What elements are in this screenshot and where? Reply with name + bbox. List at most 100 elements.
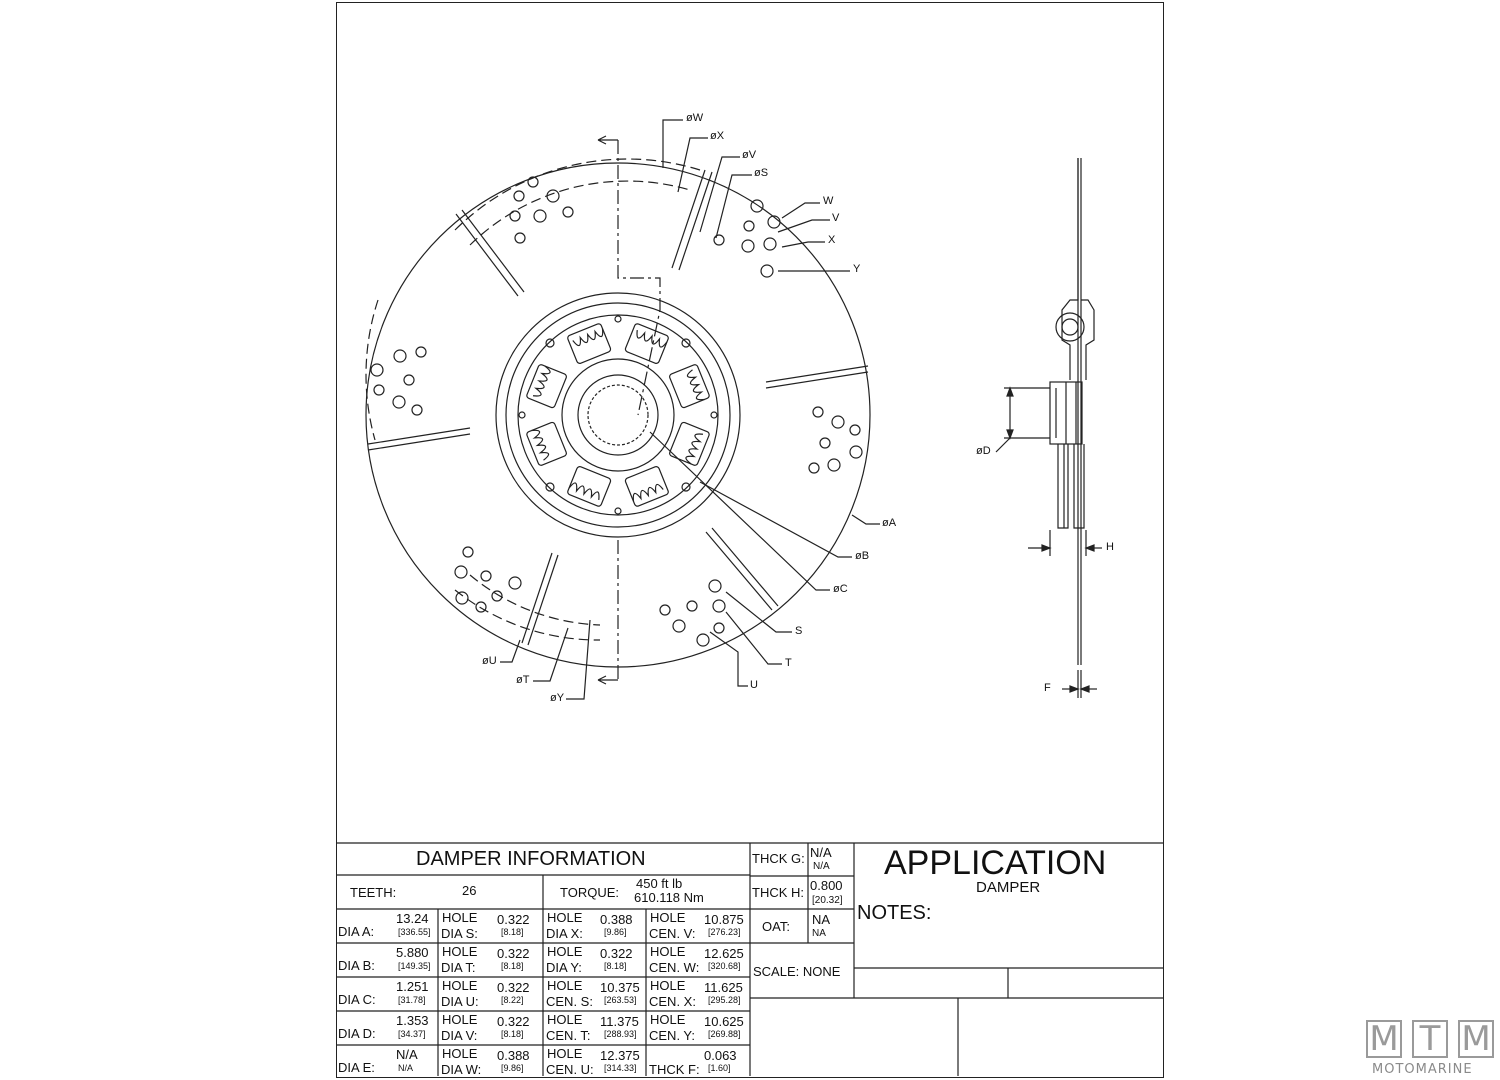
hub-ring-2: [505, 302, 731, 528]
cell-value: 0.063: [704, 1048, 737, 1063]
motomarine-logo: M T M MOTOMARINE: [1366, 1020, 1496, 1080]
leader-T: [725, 611, 782, 665]
hole: [393, 349, 407, 363]
cell-value: 0.388: [497, 1048, 530, 1063]
cell-value: 0.322: [497, 912, 530, 927]
logo-letter: M: [1366, 1020, 1402, 1058]
cell-top: HOLE: [650, 978, 686, 993]
hole-circle-arc-top2: [469, 180, 691, 246]
cell-label: DIA E:: [338, 1060, 375, 1075]
slot-1b: [455, 213, 519, 297]
cell-metric: [8.22]: [501, 995, 524, 1005]
hole: [760, 264, 774, 278]
cell-label: CEN. Y:: [649, 1028, 696, 1043]
slot-1: [461, 209, 525, 293]
cell-metric: [314.33]: [604, 1063, 637, 1073]
hole: [659, 604, 671, 616]
cell-value: 10.625: [704, 1014, 744, 1029]
cell-label: DIA B:: [338, 958, 375, 973]
hole: [462, 546, 474, 558]
slot-2b: [678, 171, 713, 271]
spline-inner: [587, 384, 649, 446]
cell-metric: [149.35]: [398, 961, 431, 971]
torque-ftlb: 450 ft lb: [636, 876, 683, 891]
cell-top: HOLE: [650, 944, 686, 959]
cell-value: 12.625: [704, 946, 744, 961]
cell-top: HOLE: [650, 910, 686, 925]
thck-h-metric: [20.32]: [812, 895, 843, 906]
leader-S: [725, 591, 792, 633]
callout-w: W: [823, 195, 834, 207]
logo-letter: M: [1458, 1020, 1494, 1058]
hole: [750, 199, 764, 213]
hole: [455, 591, 469, 605]
scale-label: SCALE: NONE: [753, 964, 841, 979]
oat-label: OAT:: [762, 919, 790, 934]
hub-spring-ring: [517, 314, 719, 516]
cell-label: DIA T:: [441, 960, 476, 975]
callout-f: F: [1044, 682, 1051, 694]
cell-top: HOLE: [442, 1012, 478, 1027]
cell-metric: [9.86]: [501, 1063, 524, 1073]
cell-top: HOLE: [442, 944, 478, 959]
cell-metric: [263.53]: [604, 995, 637, 1005]
hole-circle-arc-top: [454, 158, 701, 231]
hole: [415, 346, 427, 358]
hole: [831, 415, 845, 429]
slot-6: [367, 433, 471, 451]
hole: [513, 190, 525, 202]
hole: [849, 424, 861, 436]
hole: [509, 210, 521, 222]
cell-value: 12.375: [600, 1048, 640, 1063]
cell-label: THCK F:: [649, 1062, 700, 1077]
leader-dC: [649, 431, 830, 591]
hole: [808, 462, 820, 474]
callout-dia-u: øU: [482, 655, 497, 667]
cell-metric: [31.78]: [398, 995, 426, 1005]
cell-value: 11.375: [600, 1014, 639, 1029]
teeth-label: TEETH:: [350, 885, 397, 900]
cell-value: N/A: [396, 1047, 418, 1062]
cell-top: HOLE: [442, 1046, 478, 1061]
hole: [713, 622, 725, 634]
hole: [533, 209, 547, 223]
callout-dia-c: øC: [833, 583, 848, 595]
cell-label: DIA U:: [441, 994, 479, 1009]
title-block-lines: [336, 842, 1164, 1076]
logo-letter: T: [1412, 1020, 1448, 1058]
callout-x: X: [828, 234, 836, 246]
hole: [491, 590, 503, 602]
cell-label: CEN. V:: [649, 926, 696, 941]
hole: [712, 599, 726, 613]
hole: [696, 633, 710, 647]
hole: [819, 437, 831, 449]
thck-h-value: 0.800: [810, 878, 843, 893]
cell-value: 1.353: [396, 1013, 429, 1028]
hub-springs: [518, 315, 718, 515]
teeth-value: 26: [462, 883, 477, 898]
hole: [514, 232, 526, 244]
torque-label: TORQUE:: [560, 885, 619, 900]
slot-6b: [367, 427, 471, 445]
callout-dia-y: øY: [550, 692, 565, 704]
cell-label: DIA V:: [441, 1028, 478, 1043]
spline-outer: [577, 374, 659, 456]
cell-label: DIA W:: [441, 1062, 482, 1077]
hole: [370, 363, 384, 377]
cell-label: CEN. U:: [546, 1062, 594, 1077]
damper-info-title: DAMPER INFORMATION: [416, 848, 646, 870]
callout-v: V: [832, 212, 840, 224]
cell-metric: [8.18]: [501, 961, 524, 971]
hole: [812, 406, 824, 418]
cell-label: CEN. X:: [649, 994, 696, 1009]
oat-value: NA: [812, 912, 831, 927]
hub-outer-ring: [495, 292, 741, 538]
cell-metric: N/A: [398, 1063, 414, 1073]
hole: [708, 579, 722, 593]
hole: [508, 576, 522, 590]
cell-metric: [320.68]: [708, 961, 741, 971]
hole-circle-arc-bl: [454, 589, 601, 641]
cell-metric: [288.93]: [604, 1029, 637, 1039]
leader-V: [777, 219, 830, 233]
slot-3: [765, 371, 869, 389]
